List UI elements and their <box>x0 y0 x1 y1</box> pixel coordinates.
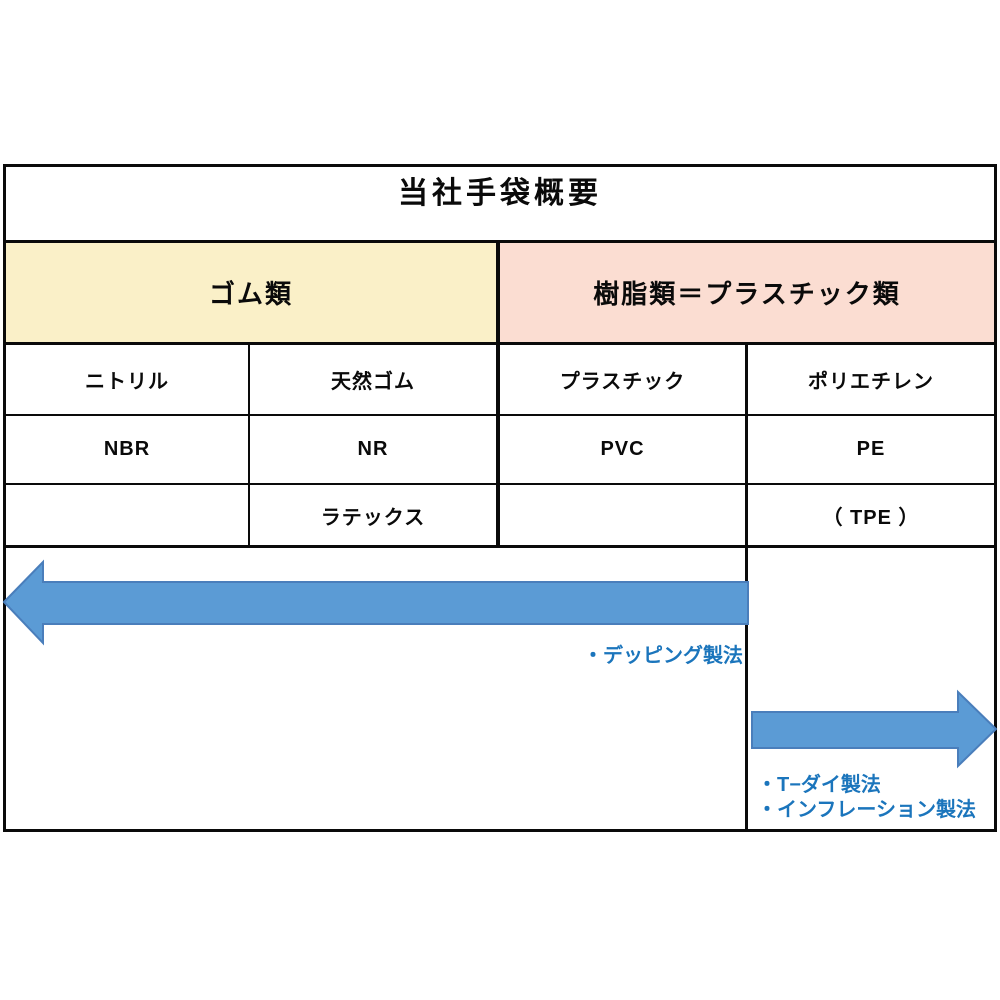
rubber-category-header: ゴム類 <box>6 243 500 342</box>
inflation-method-label: ・インフレーション製法 <box>757 799 976 821</box>
plastic-category-header: 樹脂類＝プラスチック類 <box>500 243 994 342</box>
rubber-method-area <box>6 548 748 829</box>
plastic-methods-labels: ・T−ダイ製法 ・インフレーション製法 <box>757 773 976 823</box>
material-extra-empty-1 <box>6 485 250 545</box>
manufacturing-method-row <box>6 548 994 829</box>
material-code-pe: PE <box>856 438 886 460</box>
material-code-row: NBR NR PVC PE <box>6 416 994 485</box>
material-name-row: ニトリル 天然ゴム プラスチック ポリエチレン <box>6 345 994 416</box>
dipping-method-label: ・デッピング製法 <box>583 645 743 667</box>
material-extra-row: ラテックス （ TPE ） <box>6 485 994 548</box>
material-extra-empty-2 <box>500 485 748 545</box>
material-extra-tpe: （ TPE ） <box>822 506 920 529</box>
material-code-nbr: NBR <box>6 416 250 483</box>
material-name-plastic: プラスチック <box>500 345 748 414</box>
material-name-natural-rubber: 天然ゴム <box>250 345 500 414</box>
title-row: 当社手袋概要 <box>6 167 994 243</box>
material-code-nr: NR <box>250 416 500 483</box>
page-title: 当社手袋概要 <box>398 177 602 210</box>
material-name-nitrile: ニトリル <box>6 345 250 414</box>
category-header-row: ゴム類 樹脂類＝プラスチック類 <box>6 243 994 345</box>
glove-overview-table: 当社手袋概要 ゴム類 樹脂類＝プラスチック類 ニトリル 天然ゴム プラスチック … <box>3 164 997 832</box>
material-code-pvc: PVC <box>500 416 748 483</box>
material-name-polyethylene: ポリエチレン <box>808 371 934 393</box>
t-die-method-label: ・T−ダイ製法 <box>757 774 881 796</box>
material-extra-latex: ラテックス <box>250 485 500 545</box>
